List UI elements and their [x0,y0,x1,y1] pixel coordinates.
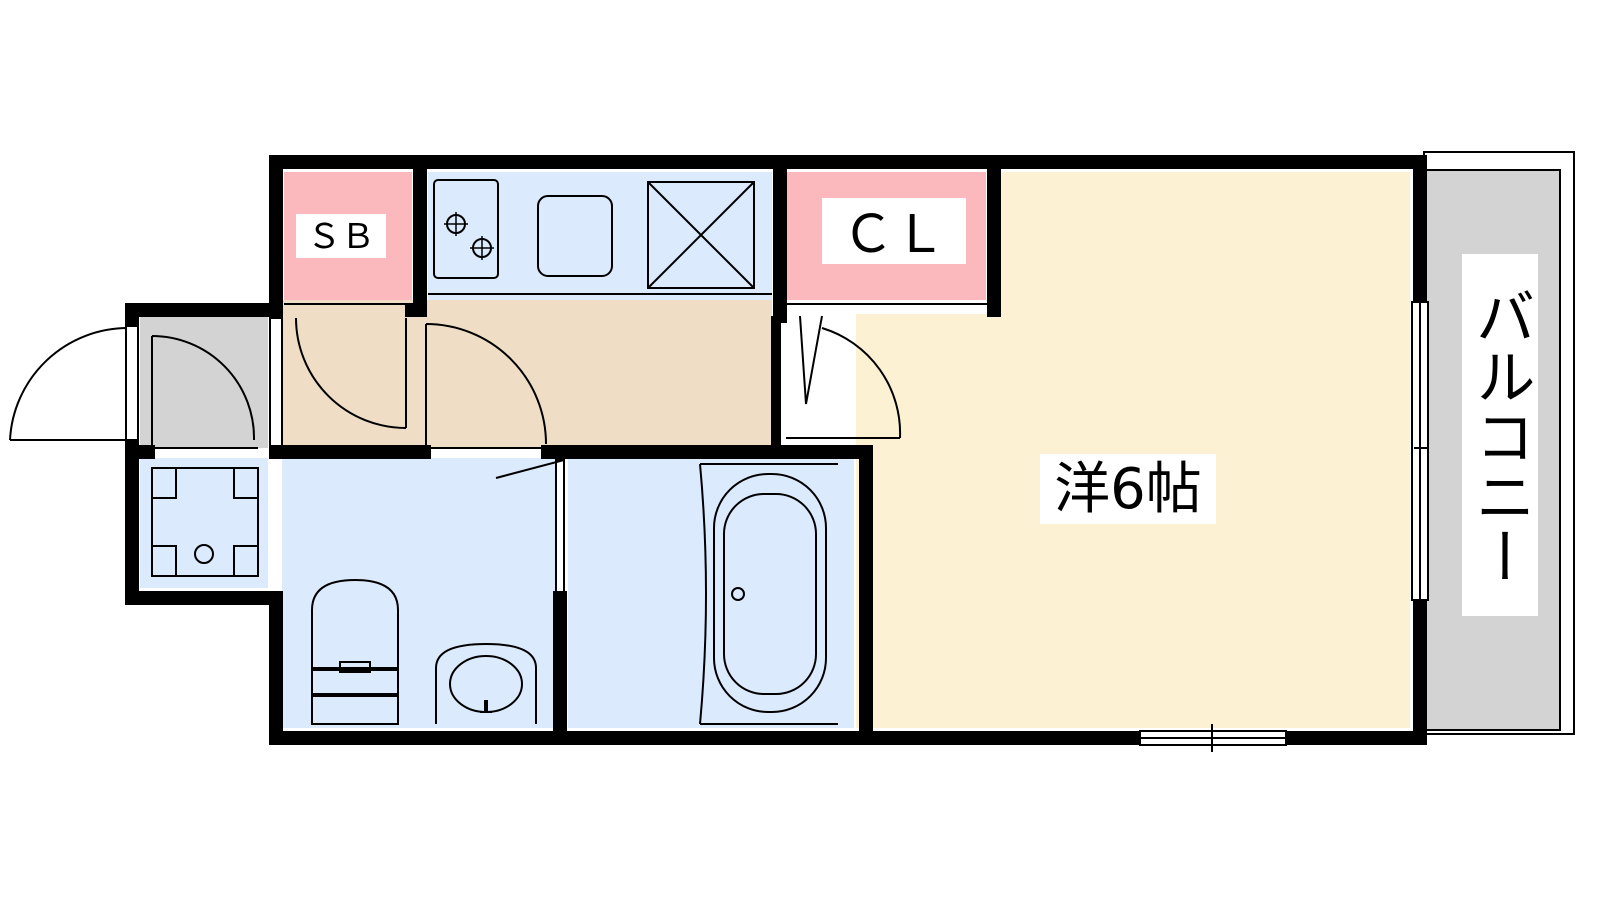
toilet-door-icon [425,323,547,446]
bathtub-icon [699,463,838,725]
wall-corridor-jamb [269,317,283,447]
sb-label-plate [296,214,386,258]
stove-icon [433,179,499,279]
cl-label-plate [822,198,966,264]
kitchen-floor [282,300,772,448]
cl-label: ＣＬ [842,205,946,265]
room-door-icon [786,315,902,439]
kitchen-counter [428,172,772,300]
entrance-door-icon[interactable] [9,326,129,441]
entrance-inner-door-icon [151,335,256,446]
laundry-floor [140,458,268,588]
wall-entrance [125,303,283,333]
entrance-floor [140,314,268,448]
bath-floor [568,458,854,728]
main-room-label: 洋6帖 [1054,457,1202,522]
fridge-space-icon [647,181,755,289]
wall-corridor-bottom-2 [541,445,873,745]
sb-door-icon [295,317,407,429]
sb-label: ＳＢ [307,217,375,257]
washer-icon [151,467,259,577]
wall-entrance-jamb [125,325,139,441]
bottom-window-icon [1139,724,1287,752]
balcony-label-plate [1462,254,1538,616]
sink-icon [537,195,613,277]
toilet-icon [311,578,399,725]
toilet-floor [282,458,560,728]
balcony-window-icon [1411,301,1429,601]
washbasin-icon [435,642,537,724]
balcony-label: バルコニー [1465,286,1535,586]
sb-wall [405,155,427,317]
wall-entrance-left [125,433,275,605]
main-room-label-plate [1040,454,1216,524]
